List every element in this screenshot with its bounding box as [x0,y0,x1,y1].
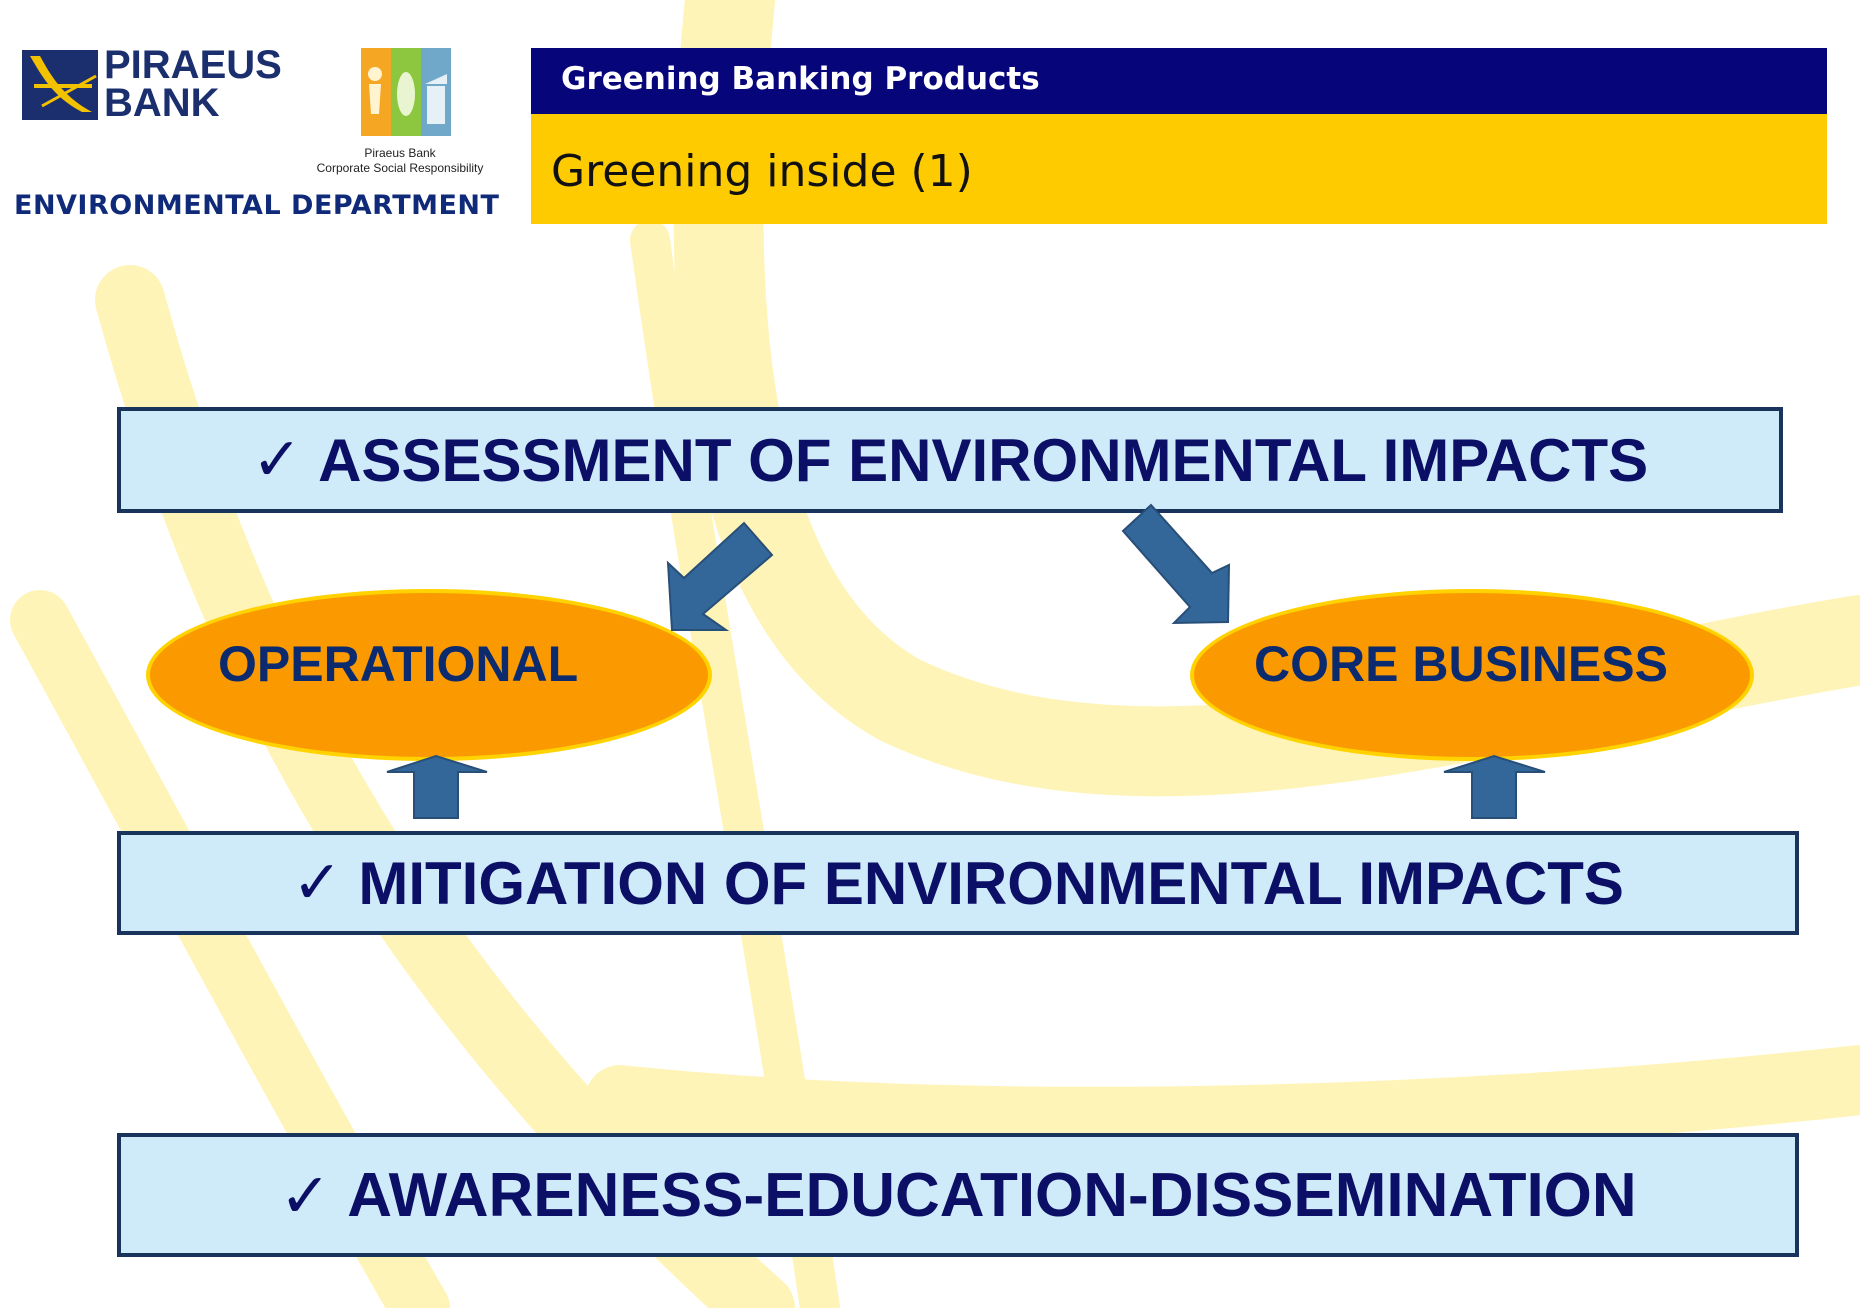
piraeus-bank-logo [22,50,98,120]
assessment-label: ASSESSMENT OF ENVIRONMENTAL IMPACTS [318,426,1649,494]
mitigation-box: ✓ MITIGATION OF ENVIRONMENTAL IMPACTS [117,831,1799,935]
csr-caption: Piraeus Bank Corporate Social Responsibi… [300,146,500,176]
operational-ellipse: OPERATIONAL [146,589,712,761]
check-icon: ✓ [292,848,343,918]
assessment-box: ✓ ASSESSMENT OF ENVIRONMENTAL IMPACTS [117,407,1783,513]
csr-caption-line2: Corporate Social Responsibility [316,161,484,175]
check-icon: ✓ [251,425,303,495]
department-label: ENVIRONMENTAL DEPARTMENT [14,190,500,221]
page-title: Greening Banking Products [561,61,1040,97]
csr-logo [361,48,451,136]
page-subtitle: Greening inside (1) [551,146,973,197]
mitigation-label: MITIGATION OF ENVIRONMENTAL IMPACTS [358,849,1624,917]
subtitle-bar: Greening inside (1) [531,114,1827,224]
check-icon: ✓ [279,1158,332,1232]
bank-name: PIRAEUS BANK [104,43,282,125]
bank-name-line2: BANK [104,81,220,125]
core-business-ellipse: CORE BUSINESS [1190,589,1754,761]
csr-caption-line1: Piraeus Bank [364,146,436,160]
awareness-label: AWARENESS-EDUCATION-DISSEMINATION [347,1160,1637,1230]
core-business-label: CORE BUSINESS [1254,636,1668,692]
bank-name-line1: PIRAEUS [104,43,282,87]
awareness-box: ✓ AWARENESS-EDUCATION-DISSEMINATION [117,1133,1799,1257]
title-bar: Greening Banking Products [531,48,1827,114]
operational-label: OPERATIONAL [218,636,579,692]
